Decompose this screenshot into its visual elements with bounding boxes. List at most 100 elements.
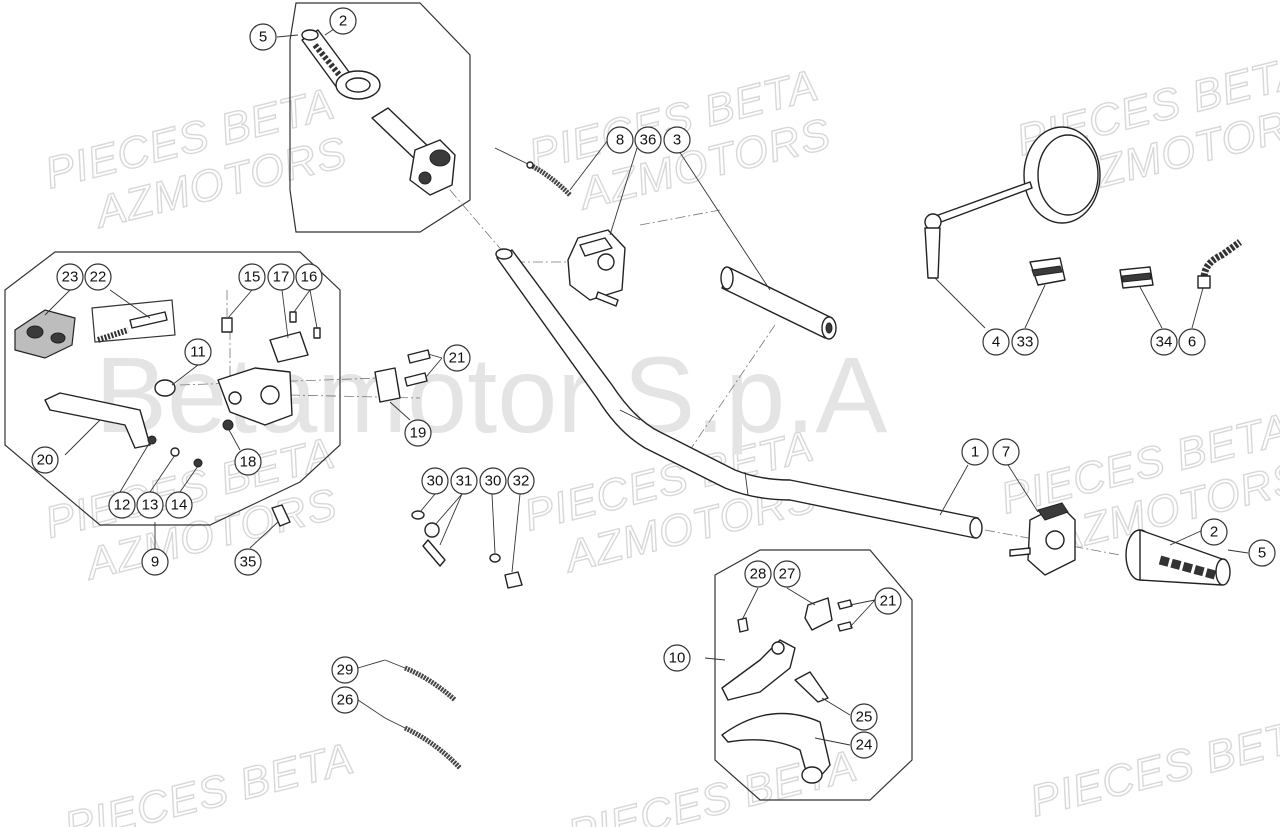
cable-tie [1197, 239, 1243, 289]
svg-text:30: 30 [485, 473, 502, 490]
svg-text:2: 2 [339, 13, 347, 30]
callout-bubble: 34 [1150, 328, 1178, 356]
callout-bubble: 5 [1248, 539, 1276, 567]
callout-bubble: 30 [479, 467, 507, 495]
callout-bubble: 4 [982, 328, 1010, 356]
callouts: 5 2 8 36 3 23 22 15 17 16 11 21 19 20 18… [31, 7, 1276, 759]
svg-text:31: 31 [456, 473, 473, 490]
callout-bubble: 35 [234, 548, 262, 576]
callout-bubble: 2 [329, 7, 357, 35]
svg-text:18: 18 [240, 454, 257, 471]
handlebar [495, 248, 983, 539]
svg-text:21: 21 [449, 350, 466, 367]
svg-text:32: 32 [513, 473, 530, 490]
svg-text:6: 6 [1188, 334, 1196, 351]
callout-bubble: 30 [421, 467, 449, 495]
callout-bubble: 15 [238, 263, 266, 291]
svg-text:3: 3 [673, 132, 681, 149]
callout-bubble: 18 [234, 448, 262, 476]
svg-text:7: 7 [1002, 444, 1010, 461]
decompressor-cable [384, 717, 462, 770]
svg-text:13: 13 [142, 497, 159, 514]
svg-text:17: 17 [273, 269, 290, 286]
callout-bubble: 31 [450, 467, 478, 495]
svg-text:22: 22 [90, 269, 107, 286]
svg-text:35: 35 [240, 554, 257, 571]
svg-text:5: 5 [259, 29, 267, 46]
callout-bubble: 13 [136, 491, 164, 519]
throttle-grip-group-box [289, 2, 471, 233]
svg-text:5: 5 [1258, 545, 1266, 562]
svg-text:23: 23 [62, 269, 79, 286]
svg-text:12: 12 [114, 497, 131, 514]
clutch-cable [384, 659, 457, 702]
clutch-lever-assembly [14, 290, 321, 468]
svg-text:34: 34 [1156, 334, 1173, 351]
banjo-fittings [271, 504, 523, 589]
callout-bubble: 3 [663, 126, 691, 154]
svg-text:26: 26 [337, 692, 354, 709]
brake-lever-assembly [721, 597, 853, 784]
callout-bubble: 9 [141, 548, 169, 576]
svg-text:4: 4 [992, 334, 1000, 351]
callout-bubble: 10 [663, 644, 691, 672]
svg-text:36: 36 [640, 132, 657, 149]
svg-text:2: 2 [1210, 524, 1218, 541]
callout-bubble: 32 [507, 467, 535, 495]
svg-text:21: 21 [880, 593, 897, 610]
callout-bubble: 7 [992, 438, 1020, 466]
callout-bubble: 14 [165, 491, 193, 519]
watermark-brand: PIECES BETA [1025, 707, 1280, 826]
svg-text:25: 25 [856, 709, 873, 726]
svg-text:16: 16 [301, 269, 318, 286]
mirror [924, 126, 1101, 279]
mirror-adapter [1119, 266, 1154, 289]
callout-bubble: 21 [443, 344, 471, 372]
callout-bubble: 16 [295, 263, 323, 291]
brake-lever-group-box [714, 549, 913, 801]
callout-bubble: 12 [108, 491, 136, 519]
leader-lines [44, 22, 1249, 746]
callout-bubble: 17 [267, 263, 295, 291]
callout-bubble: 5 [249, 23, 277, 51]
callout-bubble: 28 [744, 560, 772, 588]
watermark-company: Betamotor S.p.A [95, 334, 887, 455]
callout-bubble: 36 [634, 126, 662, 154]
callout-bubble: 8 [606, 126, 634, 154]
svg-text:10: 10 [669, 650, 686, 667]
light-switch [567, 229, 626, 307]
throttle-grip-assembly [301, 29, 456, 196]
right-grip [1125, 529, 1231, 586]
callout-bubble: 6 [1178, 328, 1206, 356]
svg-text:30: 30 [427, 473, 444, 490]
svg-text:24: 24 [856, 737, 873, 754]
svg-text:14: 14 [171, 497, 188, 514]
callout-bubble: 24 [850, 731, 878, 759]
callout-bubble: 1 [961, 438, 989, 466]
handlebar-pad [720, 266, 837, 340]
svg-text:15: 15 [244, 269, 261, 286]
callout-bubble: 23 [56, 263, 84, 291]
callout-bubble: 33 [1011, 328, 1039, 356]
mirror-clamp [1029, 257, 1066, 286]
svg-text:20: 20 [37, 452, 54, 469]
clutch-lever-group-box [4, 251, 341, 526]
callout-bubble: 22 [84, 263, 112, 291]
svg-text:29: 29 [337, 662, 354, 679]
svg-text:27: 27 [779, 566, 796, 583]
callout-bubble: 20 [31, 446, 59, 474]
engine-stop-switch [1009, 502, 1076, 576]
svg-text:19: 19 [410, 425, 427, 442]
callout-bubble: 27 [773, 560, 801, 588]
callout-bubble: 21 [874, 587, 902, 615]
callout-bubble: 29 [331, 656, 359, 684]
watermark-brand: PIECES BETA [60, 734, 359, 827]
svg-text:33: 33 [1017, 334, 1034, 351]
svg-text:11: 11 [190, 344, 206, 361]
svg-text:8: 8 [616, 132, 624, 149]
callout-bubble: 26 [331, 686, 359, 714]
callout-bubble: 25 [850, 703, 878, 731]
callout-bubble: 2 [1200, 518, 1228, 546]
master-cylinder-clamp [374, 349, 431, 403]
